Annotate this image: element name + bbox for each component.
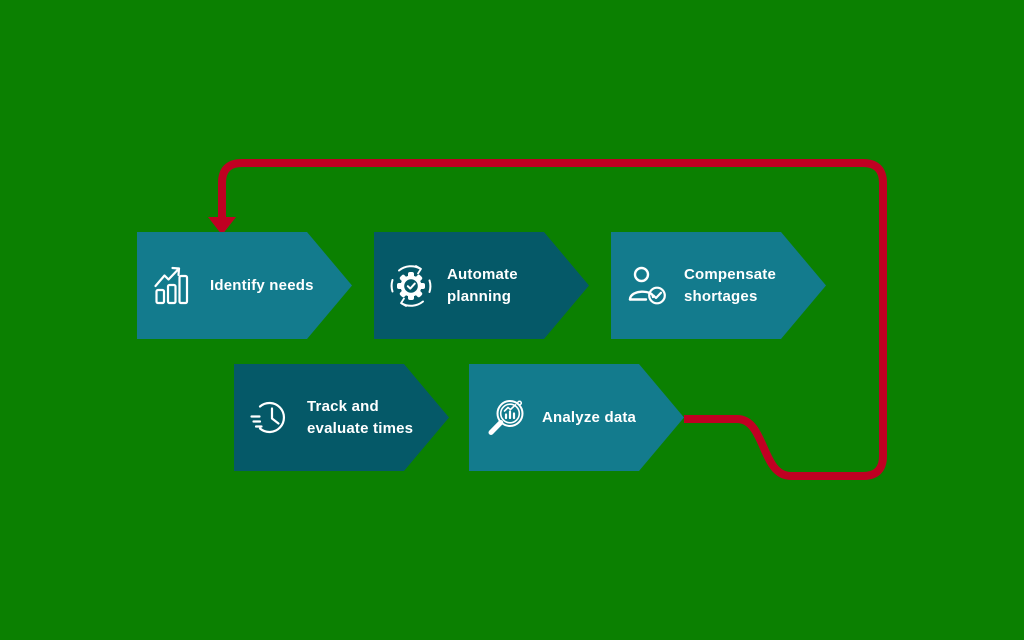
bar-chart-rising-icon — [151, 263, 197, 309]
gear-sync-icon — [388, 263, 434, 309]
magnifier-chart-icon — [483, 395, 529, 441]
step-identify-needs: Identify needs — [137, 232, 352, 339]
clock-fast-icon — [248, 395, 294, 441]
step-label: Analyze data — [542, 408, 637, 426]
step-label: Track and evaluate times — [307, 397, 414, 437]
step-compensate-shortages: Compensate shortages — [611, 232, 826, 339]
arrowhead-icon — [208, 217, 236, 235]
step-label: Automate planning — [447, 265, 518, 305]
person-check-icon — [625, 263, 671, 309]
step-automate-planning: Automate planning — [374, 232, 589, 339]
step-label: Identify needs — [210, 276, 314, 294]
step-track-evaluate-times: Track and evaluate times — [234, 364, 449, 471]
step-analyze-data: Analyze data — [469, 364, 684, 471]
step-label: Compensate shortages — [684, 265, 777, 305]
